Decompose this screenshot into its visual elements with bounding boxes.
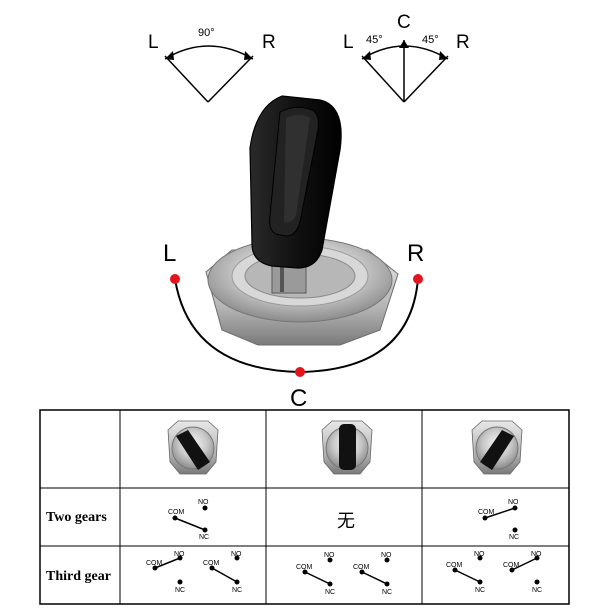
terminal-label-nc: NC (475, 587, 485, 594)
contact-line (511, 557, 538, 571)
terminal-label-com: COM (203, 560, 220, 567)
terminal-label-nc: NC (532, 587, 542, 594)
terminal-label-no: NO (198, 499, 209, 506)
contact-line (211, 567, 238, 583)
terminal-label-com: COM (168, 509, 185, 516)
angle1-label-left: L (148, 32, 159, 53)
angle-arc (164, 45, 254, 60)
angle2-label-left: L (343, 32, 354, 53)
terminal-dot-nc (177, 579, 183, 585)
terminal-label-no: NO (231, 551, 242, 558)
wiring-third-gear-right-b: COM NO NC (503, 551, 542, 594)
terminal-dot-no (327, 557, 333, 563)
contact-line (361, 571, 388, 585)
wiring-third-gear-left-a: COM NO NC (146, 551, 185, 594)
position-label-center: C (290, 385, 307, 412)
wiring-third-gear-center-b: COM NO NC (353, 552, 392, 596)
angle2-degrees-right: 45° (422, 34, 439, 46)
wiring-two-gears-right: COM NO NC (478, 499, 519, 541)
row-label-third-gear: Third gear (46, 569, 111, 584)
row-label-two-gears: Two gears (46, 510, 107, 525)
thumb-left-key (176, 430, 210, 470)
angle1-degrees: 90° (198, 27, 215, 39)
angle-right-leg (207, 55, 254, 103)
thumb-center-key (339, 424, 356, 470)
terminal-label-nc: NC (382, 589, 392, 596)
angle1-label-right: R (262, 32, 276, 53)
table-border (39, 409, 570, 605)
terminal-dot-no (477, 555, 483, 561)
terminal-dot-no (384, 557, 390, 563)
thumb-right-key (480, 430, 514, 470)
terminal-label-nc: NC (175, 587, 185, 594)
wiring-third-gear-right-a: COM NO NC (446, 551, 485, 594)
position-dot-center (295, 367, 305, 377)
arrow-head-right (244, 51, 253, 60)
contact-line (154, 557, 181, 569)
terminal-label-no: NO (508, 499, 519, 506)
terminal-label-no: NO (381, 552, 392, 559)
terminal-label-no: NO (474, 551, 485, 558)
wiring-third-gear-center-a: COM NO NC (296, 552, 335, 596)
contact-line (484, 507, 516, 519)
terminal-dot-nc (512, 527, 518, 533)
terminal-label-nc: NC (325, 589, 335, 596)
contact-line (174, 517, 206, 531)
contact-line (304, 571, 331, 585)
arrow2-head-right (439, 51, 448, 60)
angle2-label-right: R (456, 32, 470, 53)
terminal-label-nc: NC (199, 534, 209, 541)
key-switch-illustration: L R C (163, 95, 424, 412)
angle2-right-leg (403, 55, 449, 103)
arrow2-head-left (362, 51, 371, 60)
terminal-label-nc: NC (232, 587, 242, 594)
arrow-head-left (165, 51, 174, 60)
angle-diagram-90: L R 90° (148, 27, 276, 103)
wiring-third-gear-left-b: COM NO NC (203, 551, 242, 594)
key-highlight (284, 115, 310, 223)
angle2-label-center: C (397, 12, 411, 33)
terminal-label-com: COM (296, 564, 313, 571)
terminal-label-no: NO (324, 552, 335, 559)
angle-diagram-45: L C R 45° 45° (343, 12, 470, 103)
terminal-label-no: NO (174, 551, 185, 558)
thumb-left-position (167, 420, 219, 475)
key-groove (280, 248, 284, 292)
position-dot-left (170, 274, 180, 284)
thumb-center-position (321, 420, 373, 475)
contact-line (454, 569, 481, 583)
position-label-right: R (407, 240, 424, 267)
terminal-label-com: COM (353, 564, 370, 571)
terminal-label-nc: NC (509, 534, 519, 541)
position-label-left: L (163, 240, 176, 267)
position-dot-right (413, 274, 423, 284)
terminal-label-no: NO (531, 551, 542, 558)
terminal-label-com: COM (446, 562, 463, 569)
wiring-two-gears-left: COM NO NC (168, 499, 209, 541)
terminal-dot-no (202, 505, 208, 511)
terminal-dot-nc (534, 579, 540, 585)
none-symbol: 无 (337, 511, 355, 531)
terminal-label-com: COM (503, 562, 520, 569)
angle-left-leg (164, 55, 209, 103)
arrow2-head-center (399, 40, 409, 48)
terminal-dot-no (234, 555, 240, 561)
terminal-label-com: COM (146, 560, 163, 567)
wiring-table: Two gears Third gear COM NO NC 无 COM NO … (39, 409, 570, 605)
angle2-left-leg (361, 55, 405, 103)
angle2-degrees-left: 45° (366, 34, 383, 46)
terminal-label-com: COM (478, 509, 495, 516)
thumb-right-position (471, 420, 523, 475)
